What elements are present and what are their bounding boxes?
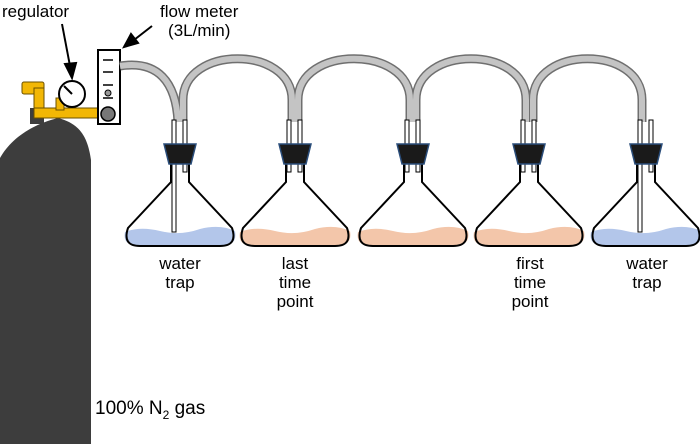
gas-label: 100% N2 gas bbox=[95, 398, 206, 422]
liquid bbox=[239, 226, 351, 246]
flask-4 bbox=[473, 119, 585, 247]
inlet-tube bbox=[171, 119, 177, 233]
flask-group bbox=[124, 119, 700, 247]
flask-label-1: water trap bbox=[159, 254, 201, 292]
liquid bbox=[124, 226, 236, 246]
liquid bbox=[590, 226, 700, 246]
liquid bbox=[473, 226, 585, 246]
flow-meter-arrow-head bbox=[121, 32, 140, 49]
flask-2 bbox=[239, 119, 351, 247]
arrows bbox=[61, 23, 153, 81]
tubing bbox=[119, 54, 647, 123]
flask-5 bbox=[590, 119, 700, 247]
inlet-tube bbox=[637, 119, 643, 233]
stopper bbox=[278, 143, 312, 165]
flask-3 bbox=[357, 119, 469, 247]
flask-1 bbox=[124, 119, 236, 247]
gas-cylinder bbox=[0, 118, 91, 444]
stopper bbox=[512, 143, 546, 165]
regulator-arrow bbox=[61, 23, 71, 67]
flow-meter bbox=[97, 49, 121, 125]
flow-meter-arrow bbox=[133, 25, 153, 41]
stopper bbox=[396, 143, 430, 165]
flask-label-2: last time point bbox=[276, 254, 314, 311]
regulator bbox=[21, 81, 103, 119]
regulator-label: regulator bbox=[2, 2, 70, 21]
flow-meter-label: flow meter (3L/min) bbox=[160, 2, 239, 40]
stopper bbox=[629, 143, 663, 165]
flask-label-4: first time point bbox=[511, 254, 549, 311]
liquid bbox=[357, 226, 469, 246]
regulator-arrow-head bbox=[63, 61, 78, 81]
flask-label-5: water trap bbox=[626, 254, 668, 292]
stopper bbox=[163, 143, 197, 165]
pressure-gauge-icon bbox=[58, 80, 86, 108]
